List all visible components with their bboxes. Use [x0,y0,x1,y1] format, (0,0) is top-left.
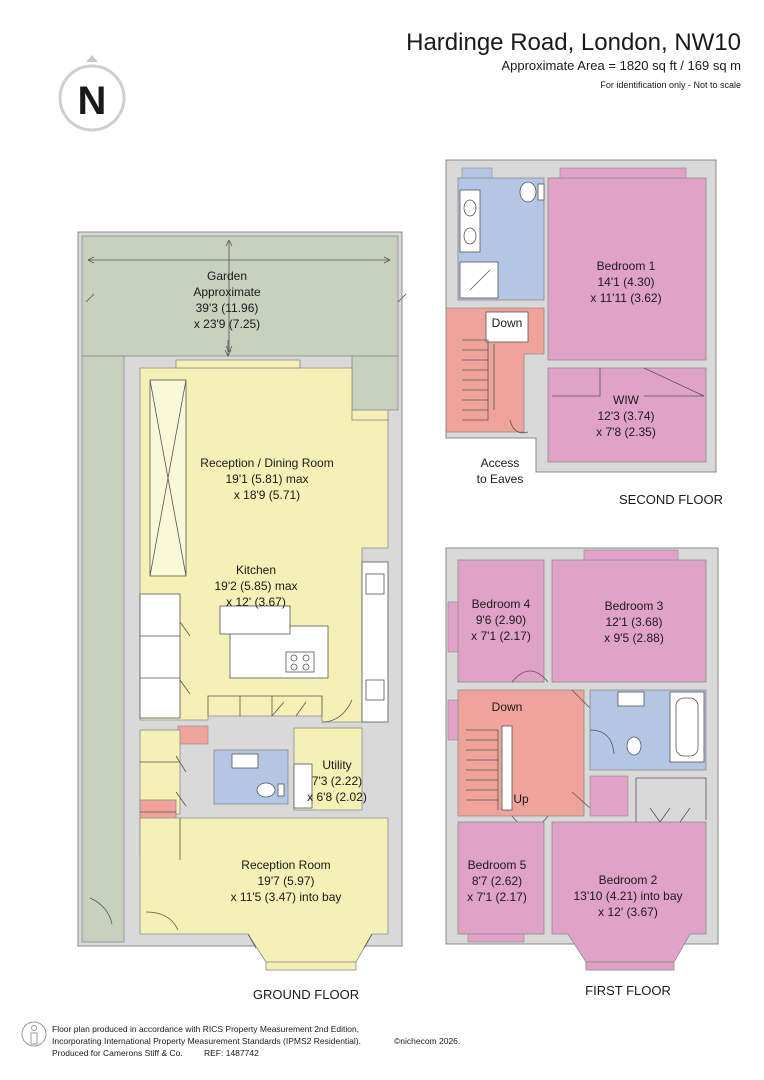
first-stairs-up-label: Up [513,792,529,806]
wiw-line2: x 7'8 (2.35) [596,425,656,439]
person-icon [21,1021,47,1047]
ground-floor-labels: Garden Approximate 39'3 (11.96) x 23'9 (… [193,269,367,904]
bedroom-3-label: Bedroom 3 [605,599,664,613]
bedroom-5-line2: x 7'1 (2.17) [467,890,527,904]
reception-dining-line2: x 18'9 (5.71) [234,488,300,502]
garden-line1: Approximate [193,285,261,299]
eaves-line1: Access [481,456,520,470]
bedroom-3-area [551,559,707,683]
ground-floor-title: GROUND FLOOR [253,987,359,1002]
bedroom-5-label: Bedroom 5 [468,858,527,872]
reception-room-label: Reception Room [241,858,330,872]
kitchen-label: Kitchen [236,563,276,577]
second-stairs-down-label: Down [492,316,523,330]
address-title: Hardinge Road, London, NW10 [406,29,741,56]
garden-label: Garden [207,269,247,283]
second-floor-plan: Down SECOND FLOOR [445,159,723,507]
compass-icon: N [58,55,126,132]
bedroom-2-line1: 13'10 (4.21) into bay [573,889,682,903]
compass-letter: N [78,79,107,123]
ground-floor-plan: Up GROUND FLOOR [77,231,407,1002]
wiw-label: WIW [613,393,640,407]
footer-ref: REF: 1487742 [204,1048,259,1058]
first-floor-plan: Down Up FIRST FLOOR [445,547,719,998]
bedroom-4-area [457,559,545,683]
bedroom-3-line2: x 9'5 (2.88) [604,631,664,645]
bedroom-3-line1: 12'1 (3.68) [606,615,663,629]
bedroom-1-line2: x 11'11 (3.62) [590,291,661,305]
bedroom-2-line2: x 12' (3.67) [598,905,658,919]
footer-line3: Produced for Camerons Stiff & Co. [52,1048,183,1058]
utility-label: Utility [322,758,351,772]
reception-room-line2: x 11'5 (3.47) into bay [231,890,342,904]
bedroom-1-line1: 14'1 (4.30) [598,275,655,289]
utility-line2: x 6'8 (2.02) [307,790,367,804]
reception-dining-label: Reception / Dining Room [200,456,333,470]
garden-area [81,235,399,357]
eaves-line2: to Eaves [477,472,524,486]
first-floor-title: FIRST FLOOR [585,983,671,998]
bedroom-4-label: Bedroom 4 [472,597,531,611]
first-floor-labels: Bedroom 4 9'6 (2.90) x 7'1 (2.17) Bedroo… [467,597,682,919]
wiw-area [547,367,707,463]
second-floor-labels: Bedroom 1 14'1 (4.30) x 11'11 (3.62) WIW… [477,259,662,486]
reception-dining-line1: 19'1 (5.81) max [226,472,309,486]
bedroom-5-line1: 8'7 (2.62) [472,874,522,888]
kitchen-line2: x 12' (3.67) [226,595,286,609]
footer-line2: Incorporating International Property Mea… [52,1036,361,1046]
bedroom-2-label: Bedroom 2 [599,873,658,887]
second-floor-title: SECOND FLOOR [619,492,723,507]
bedroom-1-label: Bedroom 1 [597,259,656,273]
garden-line3: x 23'9 (7.25) [194,317,260,331]
garden-line2: 39'3 (11.96) [196,301,259,315]
bedroom-5-area [457,821,545,935]
utility-line1: 7'3 (2.22) [312,774,362,788]
footer: Floor plan produced in accordance with R… [21,1021,460,1058]
reception-room-line1: 19'7 (5.97) [258,874,315,888]
bedroom-4-line1: 9'6 (2.90) [476,613,526,627]
identification-note: For identification only - Not to scale [600,80,741,90]
footer-line1: Floor plan produced in accordance with R… [52,1024,359,1034]
footer-copyright: ©nichecom 2026. [394,1036,460,1046]
first-stairs-down-label: Down [492,700,523,714]
approximate-area: Approximate Area = 1820 sq ft / 169 sq m [501,58,741,73]
first-landing [457,689,585,817]
kitchen-line1: 19'2 (5.85) max [215,579,298,593]
wiw-line1: 12'3 (3.74) [598,409,655,423]
bedroom-4-line2: x 7'1 (2.17) [471,629,531,643]
bedroom-1-area [547,177,707,361]
